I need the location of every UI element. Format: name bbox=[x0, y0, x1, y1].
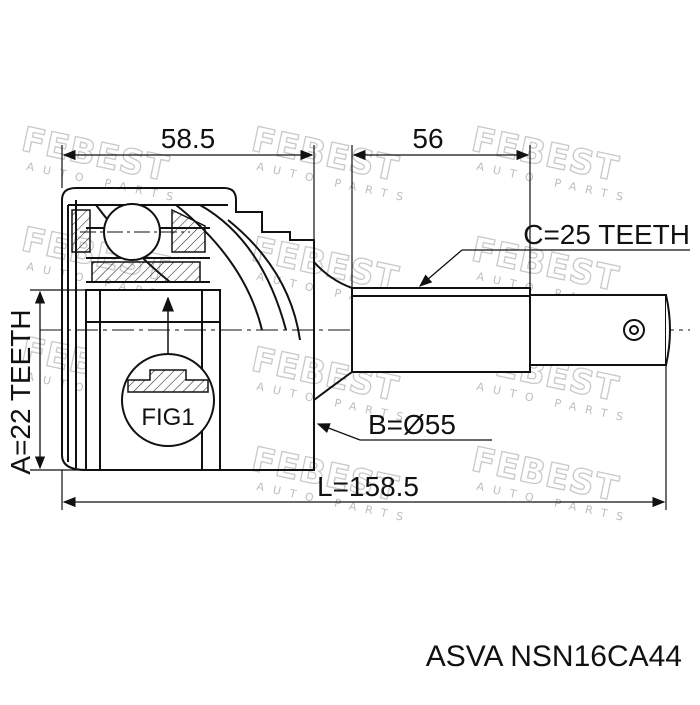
dim-top-right-text: 56 bbox=[412, 123, 443, 154]
label-b-text: B=Ø55 bbox=[368, 409, 456, 440]
caption-part-number: NSN16CA44 bbox=[510, 640, 682, 673]
dim-top-left-text: 58.5 bbox=[161, 123, 216, 154]
caption-brand: ASVA bbox=[425, 640, 502, 673]
dim-56: 56 bbox=[351, 123, 531, 295]
label-l-text: L=158.5 bbox=[317, 471, 419, 502]
dim-58-5: 58.5 bbox=[61, 123, 315, 240]
hatched-sections bbox=[71, 208, 206, 283]
dim-a: A=22 TEETH bbox=[5, 289, 100, 475]
fig1-detail: FIG1 bbox=[121, 296, 215, 447]
ball-circle bbox=[103, 203, 161, 261]
label-c-group: C=25 TEETH bbox=[419, 219, 690, 287]
fig1-label: FIG1 bbox=[141, 404, 194, 431]
label-b-group: B=Ø55 bbox=[316, 409, 492, 441]
label-c-text: C=25 TEETH bbox=[523, 219, 690, 250]
label-a-text: A=22 TEETH bbox=[5, 309, 36, 474]
dim-l: L=158.5 bbox=[61, 365, 667, 510]
shaft bbox=[351, 287, 671, 373]
product-caption: ASVA NSN16CA44 bbox=[426, 640, 682, 674]
